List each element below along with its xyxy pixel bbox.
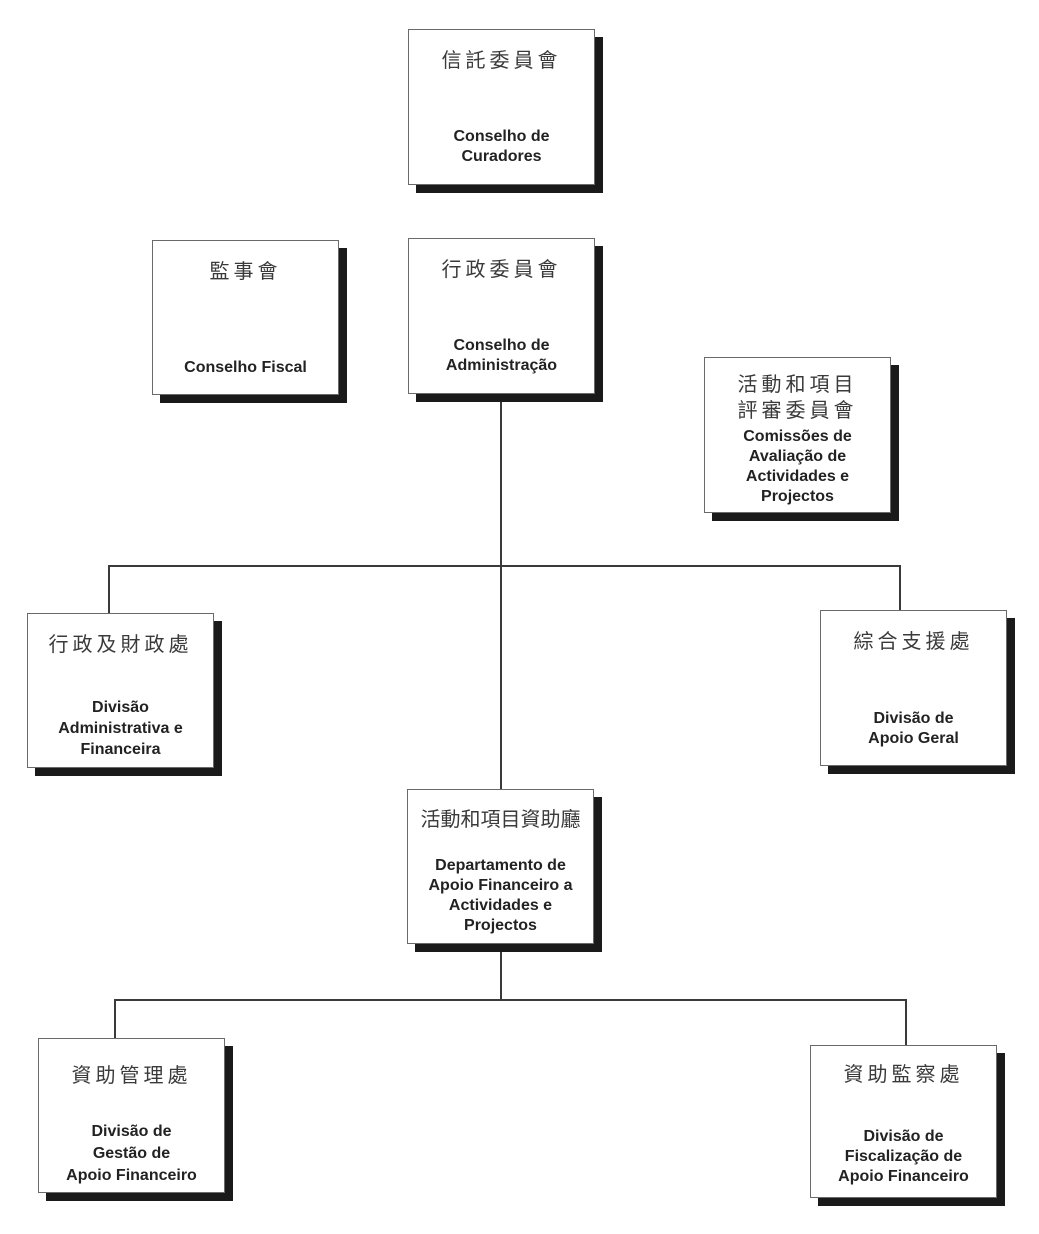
node-label-pt: Divisão de Gestão de Apoio Financeiro [66, 1123, 197, 1184]
connector-horizontal-subdivisions [114, 999, 907, 1001]
node-label-pt: Divisão Administrativa e Financeira [58, 699, 183, 758]
connector-to-div-gestao [114, 999, 116, 1039]
node-label-pt: Conselho de Curadores [453, 128, 550, 165]
node-conselho-fiscal: 監事會 Conselho Fiscal [152, 240, 339, 395]
node-label-zh: 監事會 [209, 259, 282, 283]
connector-trunk-admin [500, 396, 502, 790]
node-label-zh: 綜合支援處 [853, 629, 974, 653]
node-label-zh: 行政委員會 [441, 257, 562, 281]
node-label-pt: Divisão de Apoio Geral [868, 710, 959, 747]
connector-trunk-departamento [500, 944, 502, 1001]
node-divisao-administrativa-e-financeira: 行政及財政處 Divisão Administrativa e Financei… [27, 613, 214, 768]
node-label-zh: 資助監察處 [843, 1062, 964, 1086]
node-label-pt: Conselho de Administração [445, 337, 558, 374]
connector-horizontal-divisions [108, 565, 901, 567]
node-label-pt: Comissões de Avaliação de Actividades e … [743, 428, 852, 505]
node-divisao-de-fiscalizacao: 資助監察處 Divisão de Fiscalização de Apoio F… [810, 1045, 997, 1198]
node-divisao-de-apoio-geral: 綜合支援處 Divisão de Apoio Geral [820, 610, 1007, 766]
node-label-zh: 資助管理處 [71, 1063, 192, 1087]
node-label-zh: 活動和項目資助廳 [420, 807, 581, 831]
connector-to-div-apoio-geral [899, 565, 901, 612]
node-label-pt: Departamento de Apoio Financeiro a Activ… [428, 857, 573, 934]
node-divisao-de-gestao: 資助管理處 Divisão de Gestão de Apoio Finance… [38, 1038, 225, 1193]
node-label-pt: Conselho Fiscal [184, 359, 307, 376]
connector-to-div-admin-fin [108, 565, 110, 615]
node-label-zh: 信託委員會 [441, 48, 562, 72]
node-conselho-de-administracao: 行政委員會 Conselho de Administração [408, 238, 595, 394]
node-comissoes-de-avaliacao: 活動和項目 評審委員會 Comissões de Avaliação de Ac… [704, 357, 891, 513]
node-label-zh: 活動和項目 評審委員會 [737, 372, 858, 422]
node-conselho-de-curadores: 信託委員會 Conselho de Curadores [408, 29, 595, 185]
node-label-zh: 行政及財政處 [48, 632, 193, 656]
node-label-pt: Divisão de Fiscalização de Apoio Finance… [838, 1128, 969, 1185]
connector-to-div-fiscalizacao [905, 999, 907, 1046]
node-departamento-de-apoio-financeiro: 活動和項目資助廳 Departamento de Apoio Financeir… [407, 789, 594, 944]
